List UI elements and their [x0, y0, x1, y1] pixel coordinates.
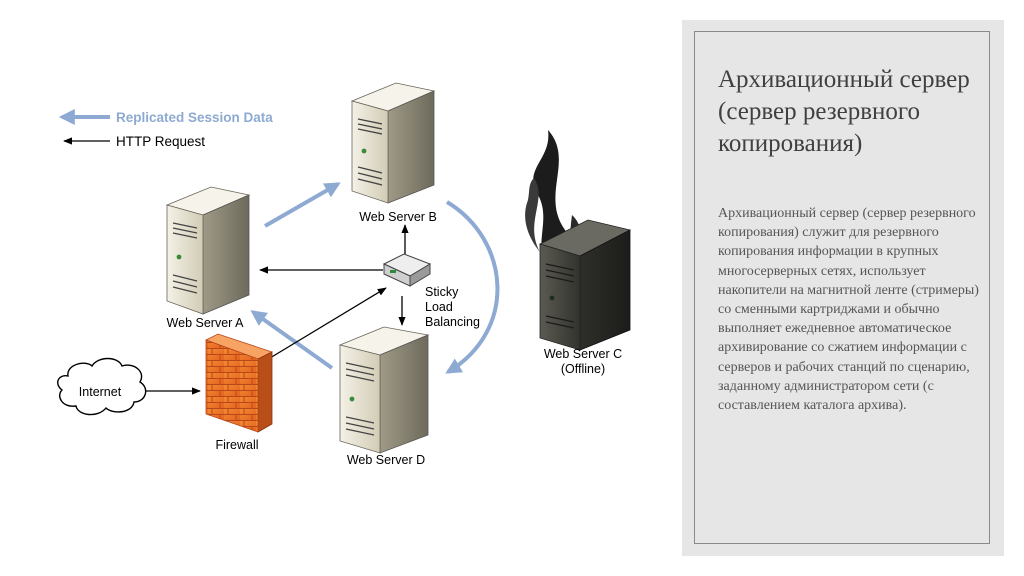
web-server-a-icon: [165, 186, 251, 315]
replication-arrow-a-to-b: [264, 182, 341, 228]
internet-label: Internet: [79, 385, 122, 399]
replication-arrow-d-to-a: [250, 310, 334, 370]
legend: Replicated Session Data HTTP Request: [58, 109, 273, 149]
web-server-d-label: Web Server D: [347, 453, 425, 467]
firewall-icon: [204, 333, 274, 433]
load-balancer-label-line2: Load: [425, 300, 453, 314]
web-server-c-icon: [538, 219, 632, 351]
firewall-label: Firewall: [215, 438, 258, 452]
internet-cloud-icon: [57, 357, 147, 416]
load-balancer-icon: [382, 253, 432, 287]
panel-title: Архивационный сервер (сервер резервного …: [718, 66, 970, 157]
web-server-d-icon: [338, 326, 430, 454]
web-server-c-label: Web Server C: [544, 347, 622, 361]
description-panel: Архивационный сервер (сервер резервного …: [682, 20, 1004, 556]
legend-replicated-label: Replicated Session Data: [116, 110, 273, 125]
web-server-c-status: (Offline): [561, 362, 605, 376]
load-balancer-label-line1: Sticky: [425, 285, 459, 299]
description-panel-frame: Архивационный сервер (сервер резервного …: [694, 31, 990, 544]
web-server-b-label: Web Server B: [359, 210, 437, 224]
network-diagram: Replicated Session Data HTTP Request Web…: [57, 82, 632, 467]
legend-http-label: HTTP Request: [116, 134, 205, 149]
http-arrow-firewall-to-balancer: [269, 287, 387, 359]
web-server-a-label: Web Server A: [167, 316, 245, 330]
panel-body-text: Архивационный сервер (сервер резервного …: [718, 206, 979, 414]
replication-arrow-b-to-d: [445, 200, 500, 374]
load-balancer-label-line3: Balancing: [425, 315, 480, 329]
web-server-b-icon: [350, 82, 436, 204]
